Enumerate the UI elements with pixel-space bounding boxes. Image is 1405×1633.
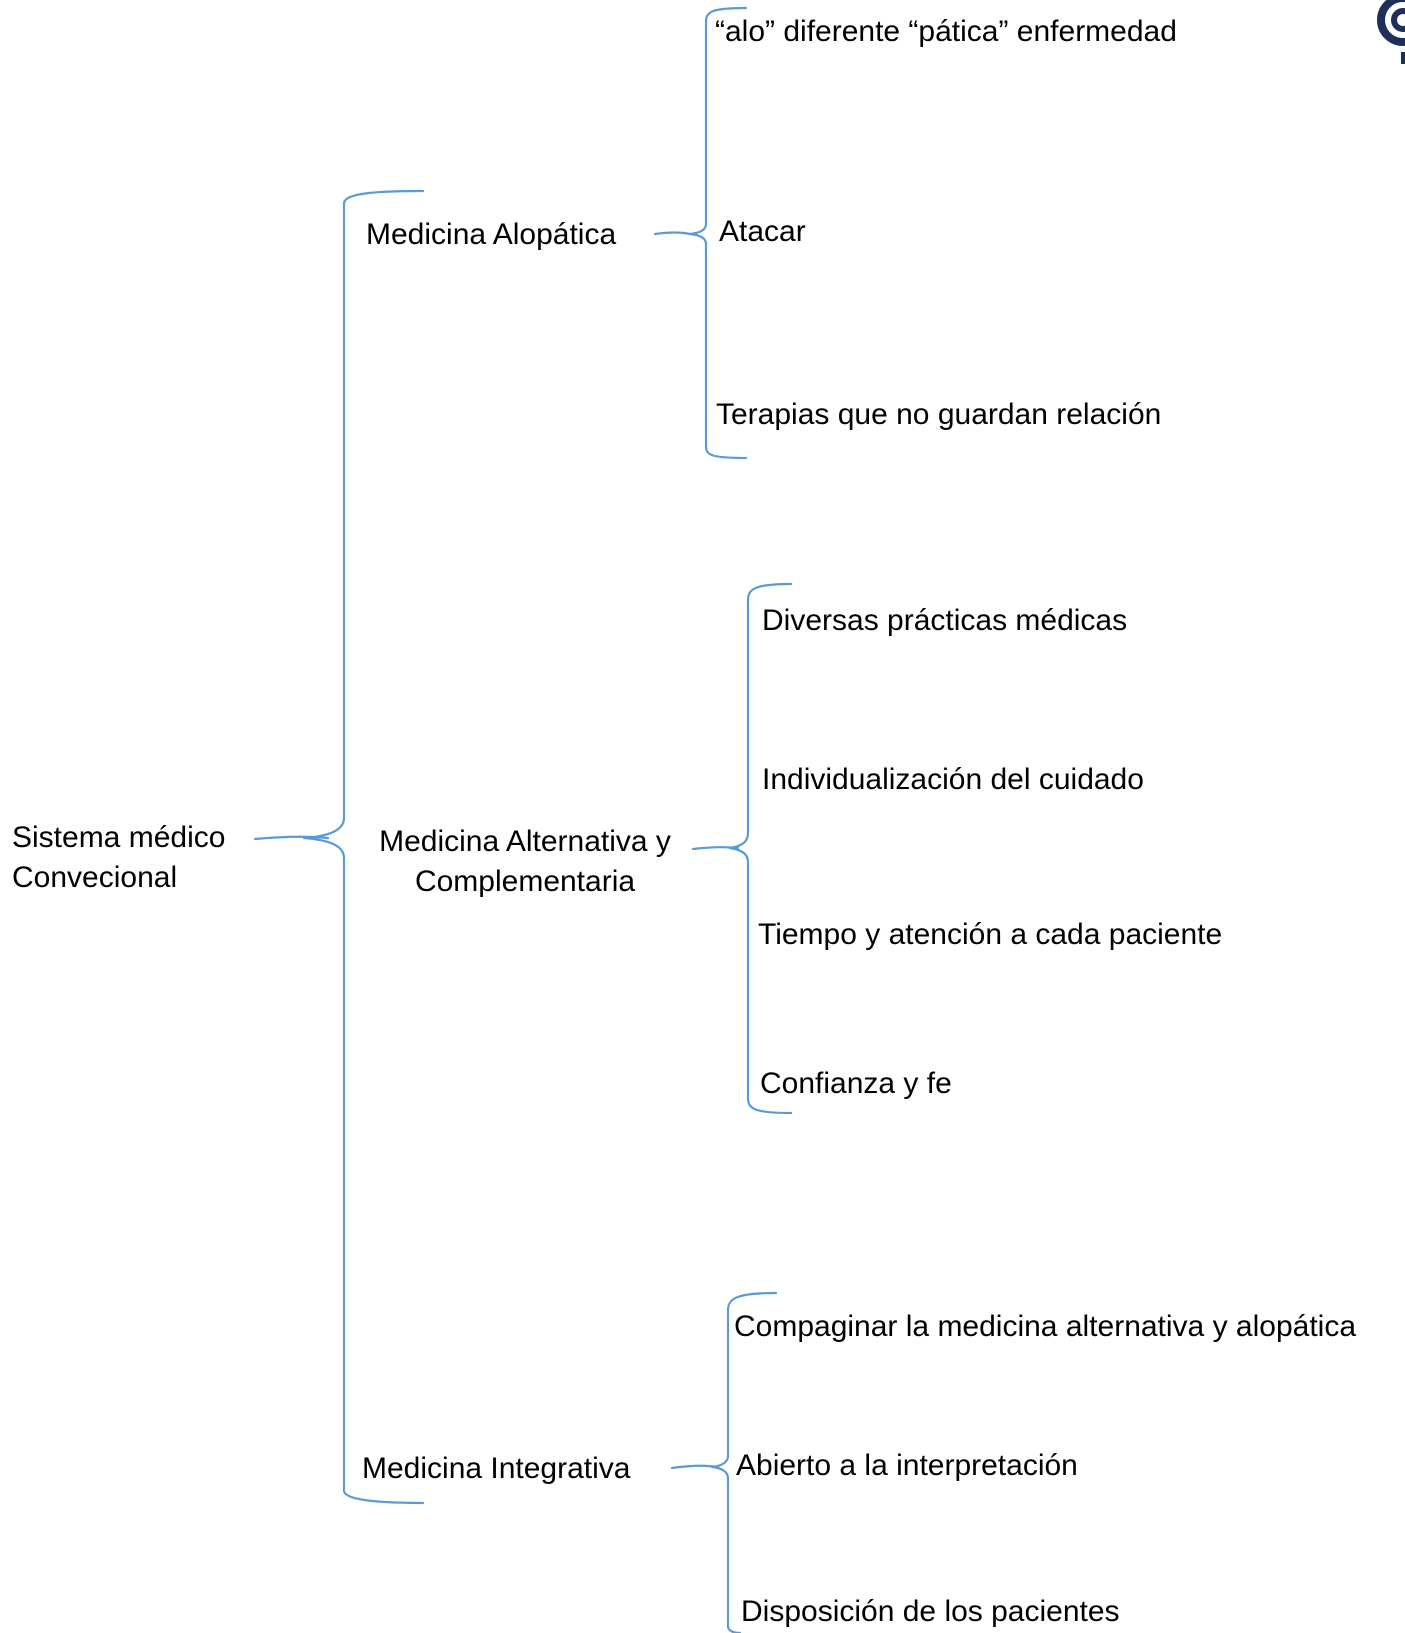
brace-integrativa xyxy=(670,1291,778,1633)
leaf-item: Compaginar la medicina alternativa y alo… xyxy=(734,1310,1357,1343)
leaf-item: Tiempo y atención a cada paciente xyxy=(758,918,1223,951)
root-node: Sistema médico Convecional xyxy=(12,818,252,898)
root-brace xyxy=(253,189,425,1505)
leaf-item: Disposición de los pacientes xyxy=(741,1595,1120,1628)
category-integrativa: Medicina Integrativa xyxy=(362,1452,631,1485)
category-alternativa-line2: Complementaria xyxy=(414,865,636,898)
root-label-line2: Convecional xyxy=(12,861,178,894)
leaf-item: Terapias que no guardan relación xyxy=(716,398,1162,431)
leaf-item: Diversas prácticas médicas xyxy=(762,604,1128,637)
brace-alopatica xyxy=(653,6,748,460)
brace-alternativa xyxy=(691,582,793,1115)
leaf-item: Confianza y fe xyxy=(760,1067,952,1100)
leaf-item: “alo” diferente “pática” enfermedad xyxy=(715,15,1177,48)
root-label-line1: Sistema médico xyxy=(12,821,226,854)
category-alternativa-line1: Medicina Alternativa y xyxy=(379,825,671,858)
category-alternativa: Medicina Alternativa y Complementaria xyxy=(360,822,690,902)
leaf-item: Individualización del cuidado xyxy=(762,763,1144,796)
leaf-item: Atacar xyxy=(719,215,806,248)
leaf-item: Abierto a la interpretación xyxy=(736,1449,1078,1482)
category-alopatica: Medicina Alopática xyxy=(366,218,617,251)
logo-icon xyxy=(1355,0,1405,70)
